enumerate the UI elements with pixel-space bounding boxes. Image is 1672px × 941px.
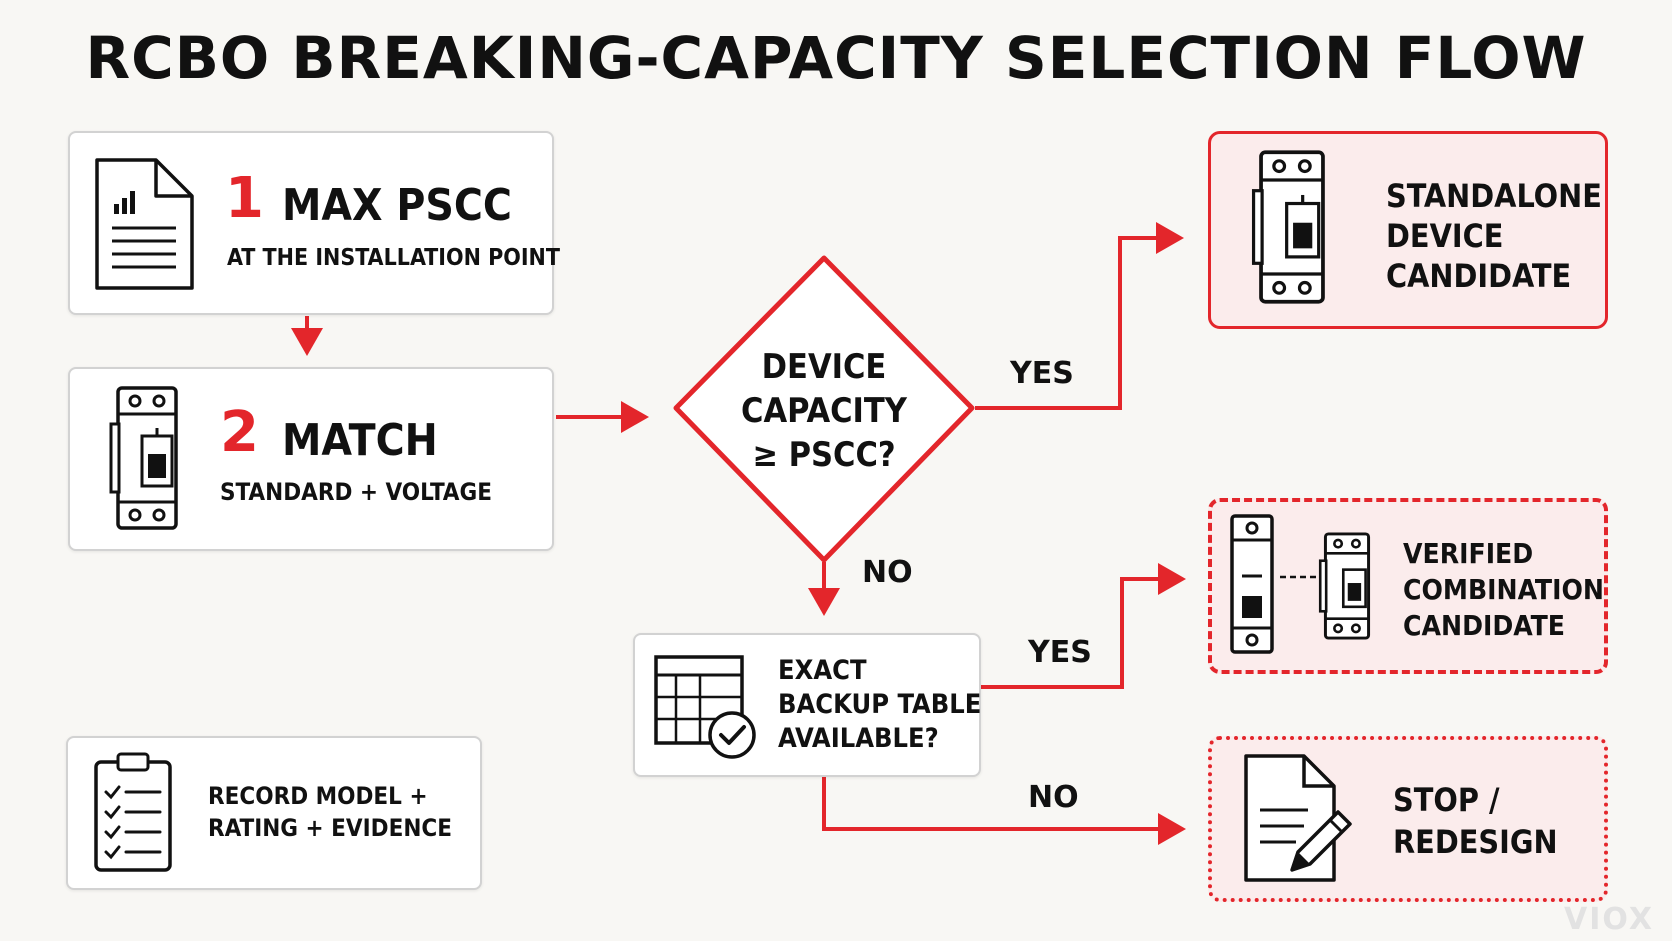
decision-yes-label: YES [1010,356,1074,391]
decision-no-label: NO [862,555,913,590]
backup-line-3: AVAILABLE? [778,722,939,754]
redesign-line-2: REDESIGN [1393,822,1558,861]
standalone-line-1: STANDALONE [1386,177,1602,215]
breaker-icon [109,386,178,530]
record-text: RECORD MODEL + RATING + EVIDENCE [208,780,452,845]
arrow-backup-yes [980,563,1186,689]
backup-table-text: EXACT BACKUP TABLE AVAILABLE? [778,654,981,755]
record-line-2: RATING + EVIDENCE [208,814,452,843]
record-line-1: RECORD MODEL + [208,782,428,810]
decision-line-1: DEVICE [761,347,887,387]
redesign-line-1: STOP / [1393,781,1500,819]
backup-yes-label: YES [1028,635,1092,670]
watermark-logo: VIOX [1564,902,1654,937]
arrow-decision-yes [975,222,1184,410]
breaker-icon [1251,150,1325,304]
decision-diamond-shape [673,255,975,563]
backup-no-label: NO [1028,780,1079,815]
step1-number: 1 [225,166,264,231]
combination-outcome-card [1208,498,1608,674]
backup-line-2: BACKUP TABLE [778,688,982,720]
decision-line-3: ≥ PSCC? [752,435,896,476]
standalone-line-3: CANDIDATE [1386,257,1572,295]
step2-subtitle: STANDARD + VOLTAGE [220,478,492,506]
redesign-outcome-text: STOP / REDESIGN [1393,780,1558,863]
arrow-backup-no [822,776,1186,845]
pencil-document-icon [1244,754,1352,882]
breaker-icon [1230,514,1274,654]
combination-outcome-text: VERIFIED COMBINATION CANDIDATE [1403,536,1604,643]
checklist-icon [94,752,172,872]
step1-title: MAX PSCC [282,180,512,231]
combination-line-1: VERIFIED [1403,537,1534,570]
step1-subtitle: AT THE INSTALLATION POINT [227,245,560,271]
table-check-icon [654,655,756,759]
decision-line-2: CAPACITY [741,391,907,432]
standalone-outcome-text: STANDALONE DEVICE CANDIDATE [1386,176,1602,296]
backup-line-1: EXACT [778,655,867,686]
step2-title: MATCH [282,415,438,466]
combination-line-2: COMBINATION [1403,572,1604,606]
breaker-icon [1318,532,1371,640]
decision-text: DEVICE CAPACITY ≥ PSCC? [704,345,944,478]
standalone-line-2: DEVICE [1386,217,1504,255]
combination-line-3: CANDIDATE [1403,608,1565,642]
document-chart-icon [95,158,194,290]
step2-number: 2 [220,400,259,465]
page-title: RCBO BREAKING-CAPACITY SELECTION FLOW [85,24,1587,92]
